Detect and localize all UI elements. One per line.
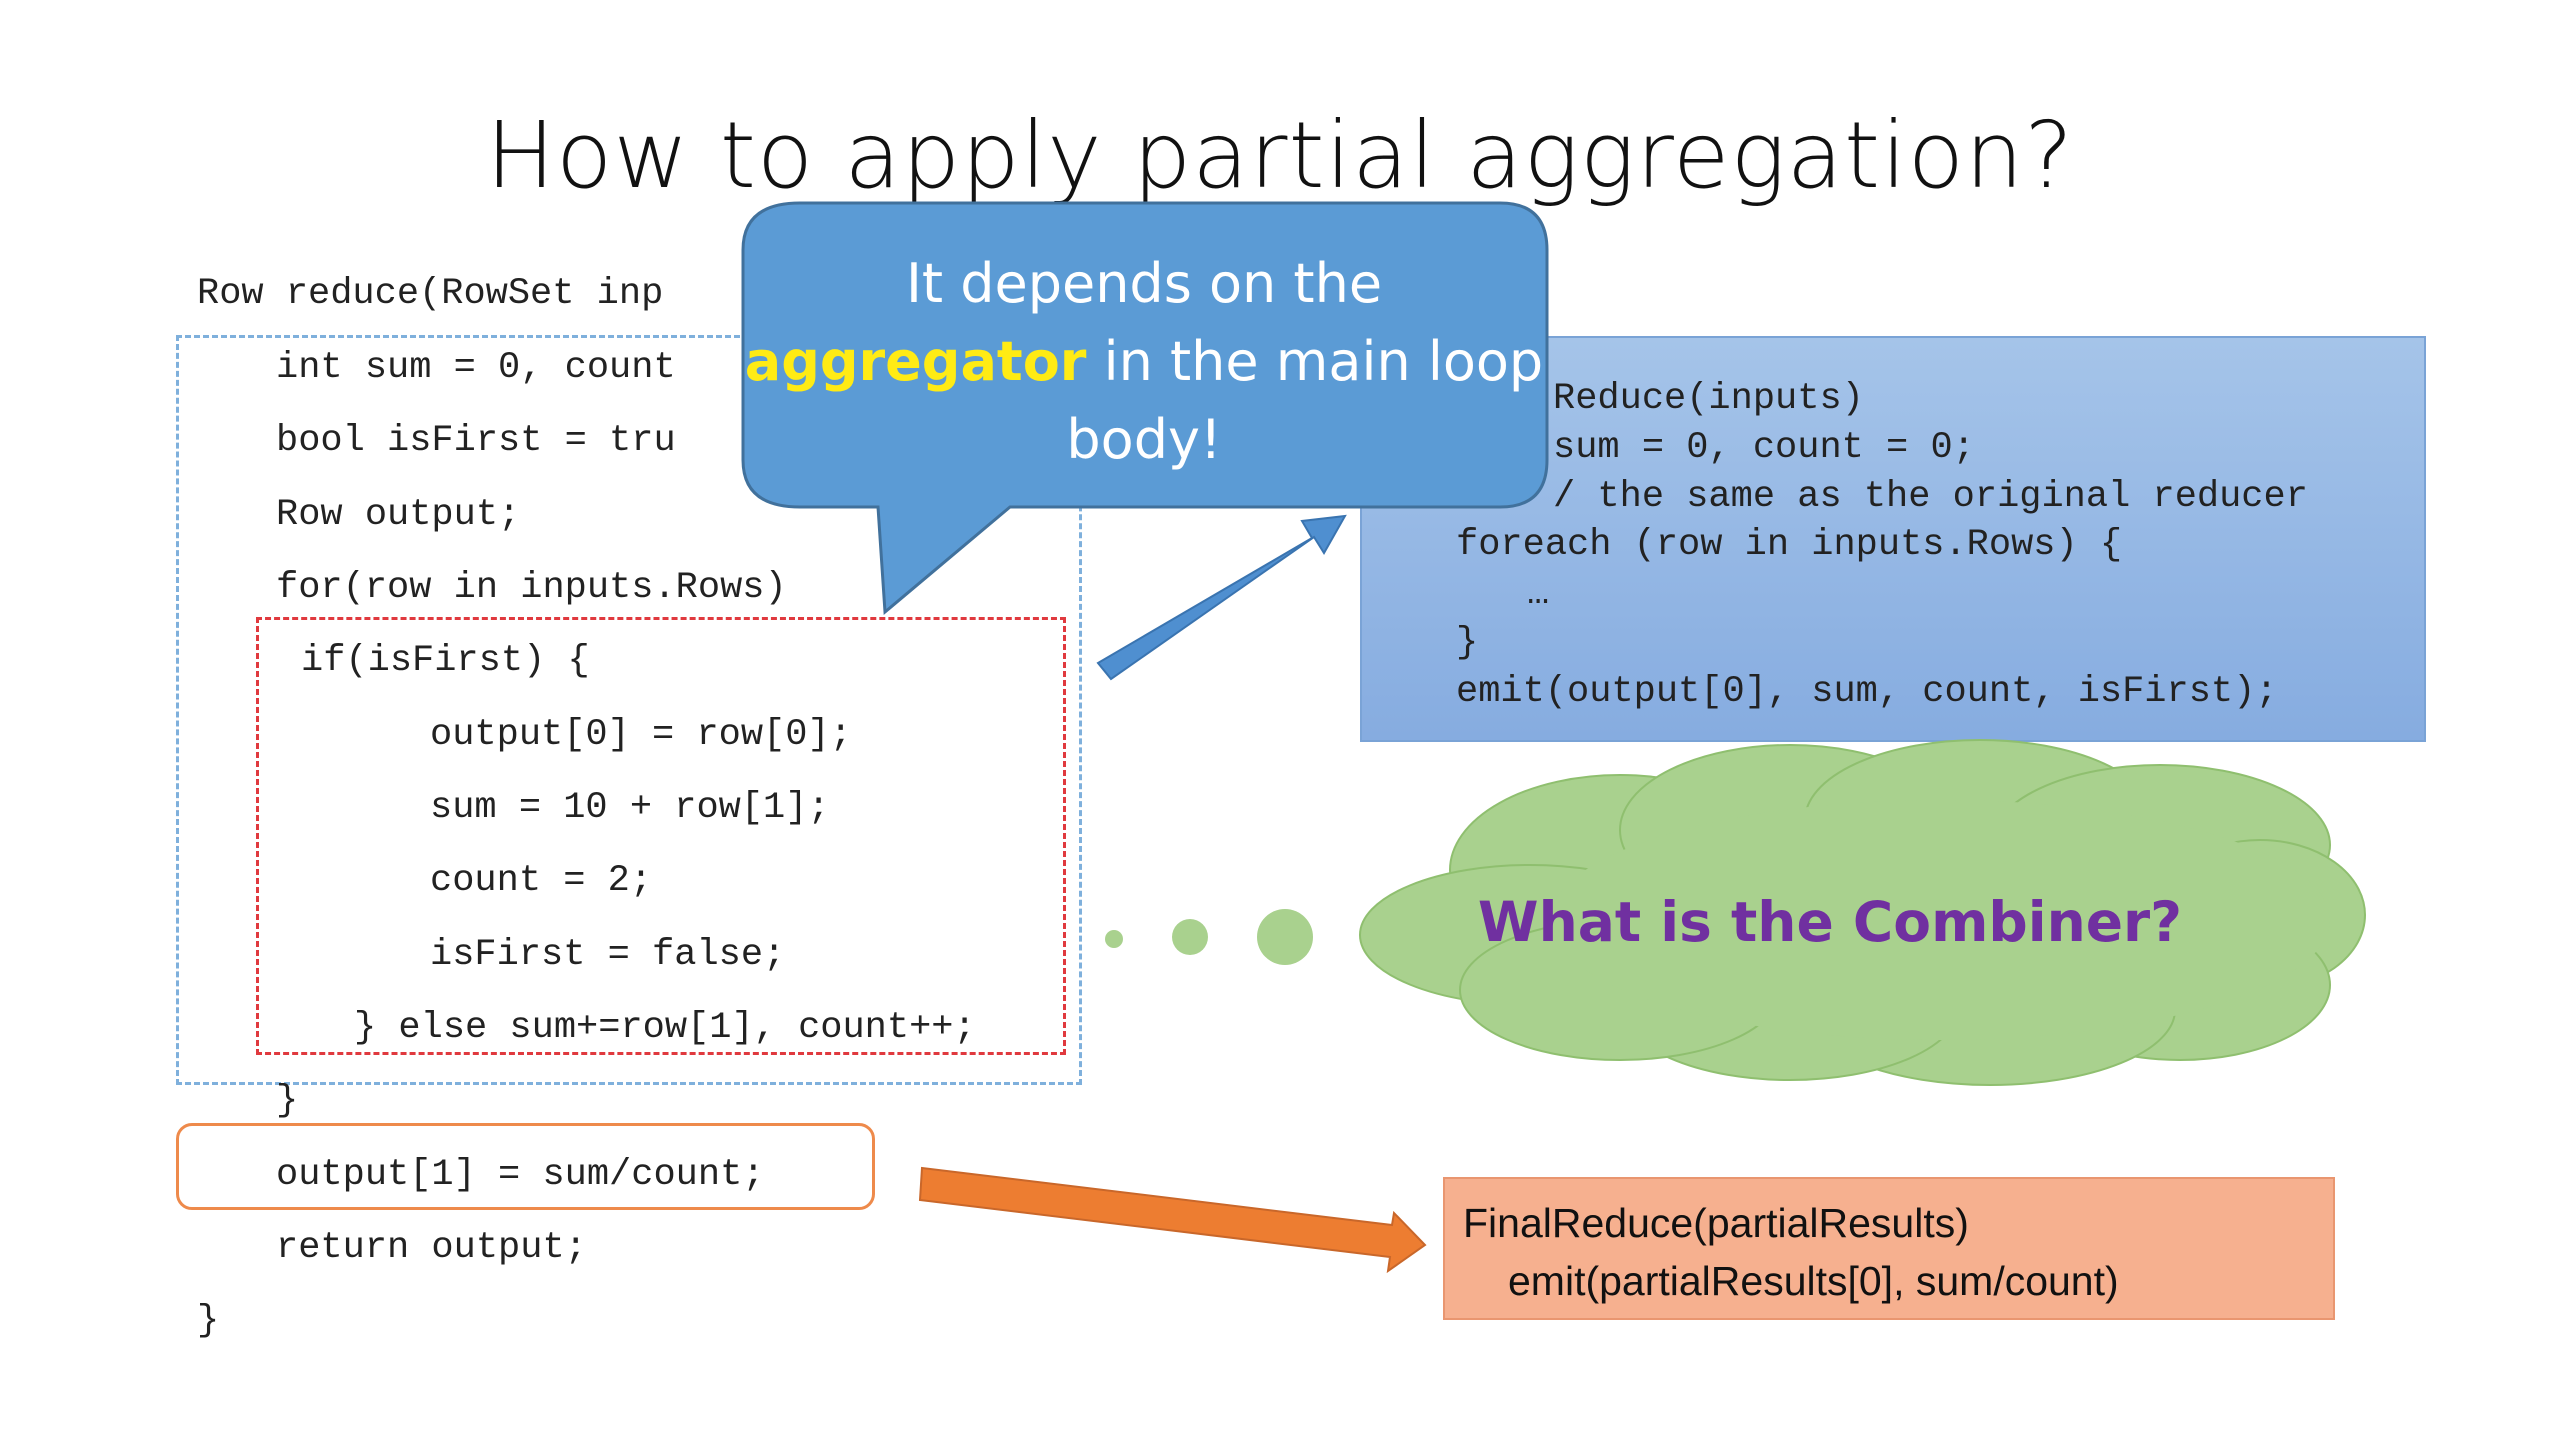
code-line: Row output; [276, 494, 521, 536]
code-line: } [276, 1080, 299, 1122]
code-line: int sum = 0, count [276, 347, 676, 389]
cloud-text: What is the Combiner? [1477, 890, 2183, 954]
partial-code-line: emit(output[0], sum, count, isFirst); [1456, 671, 2278, 713]
code-line: output[0] = row[0]; [430, 714, 852, 756]
code-line: return output; [276, 1227, 587, 1269]
partial-code-line: … [1527, 573, 1550, 615]
partial-code-line: Reduce(inputs) [1553, 378, 1864, 420]
thought-dot [1105, 930, 1123, 948]
orange-arrow [918, 1166, 1427, 1274]
partial-code-line: } [1456, 622, 1479, 664]
final-step-box [176, 1123, 875, 1210]
blue-arrow [1096, 514, 1347, 681]
code-line: for(row in inputs.Rows) [276, 567, 787, 609]
thought-dot [1172, 919, 1208, 955]
callout-line: It depends on the [905, 252, 1383, 315]
partial-code-line: foreach (row in inputs.Rows) { [1456, 524, 2123, 566]
slide-title: How to apply partial aggregation? [485, 102, 2075, 209]
code-line: isFirst = false; [430, 934, 786, 976]
main-loop-dashed-box [176, 335, 1082, 1085]
callout-line: aggregator in the main loop [740, 323, 1548, 401]
code-line: } [197, 1300, 220, 1342]
thought-dot [1257, 909, 1313, 965]
code-line: output[1] = sum/count; [276, 1154, 765, 1196]
code-line: } else sum+=row[1], count++; [354, 1007, 976, 1049]
final-reduce-line: emit(partialResults[0], sum/count) [1508, 1258, 2119, 1304]
partial-code-line: sum = 0, count = 0; [1553, 427, 1975, 469]
code-line: if(isFirst) { [301, 640, 590, 682]
callout-highlight: aggregator [744, 330, 1087, 393]
code-line: sum = 10 + row[1]; [430, 787, 830, 829]
partial-code-line: / the same as the original reducer [1553, 476, 2308, 518]
final-reduce-box [1443, 1177, 2335, 1320]
callout-line: body! [1066, 408, 1222, 471]
combiner-cloud [1359, 739, 2366, 1086]
aggregator-dashed-box [256, 617, 1066, 1055]
code-line: Row reduce(RowSet inp [197, 273, 664, 315]
code-line: count = 2; [430, 860, 653, 902]
final-reduce-line: FinalReduce(partialResults) [1463, 1200, 1969, 1246]
callout-text: It depends on the aggregator in the main… [740, 245, 1548, 479]
callout-bubble [741, 201, 1549, 616]
callout-line-rest: in the main loop [1086, 330, 1544, 393]
code-line: bool isFirst = tru [276, 420, 676, 462]
